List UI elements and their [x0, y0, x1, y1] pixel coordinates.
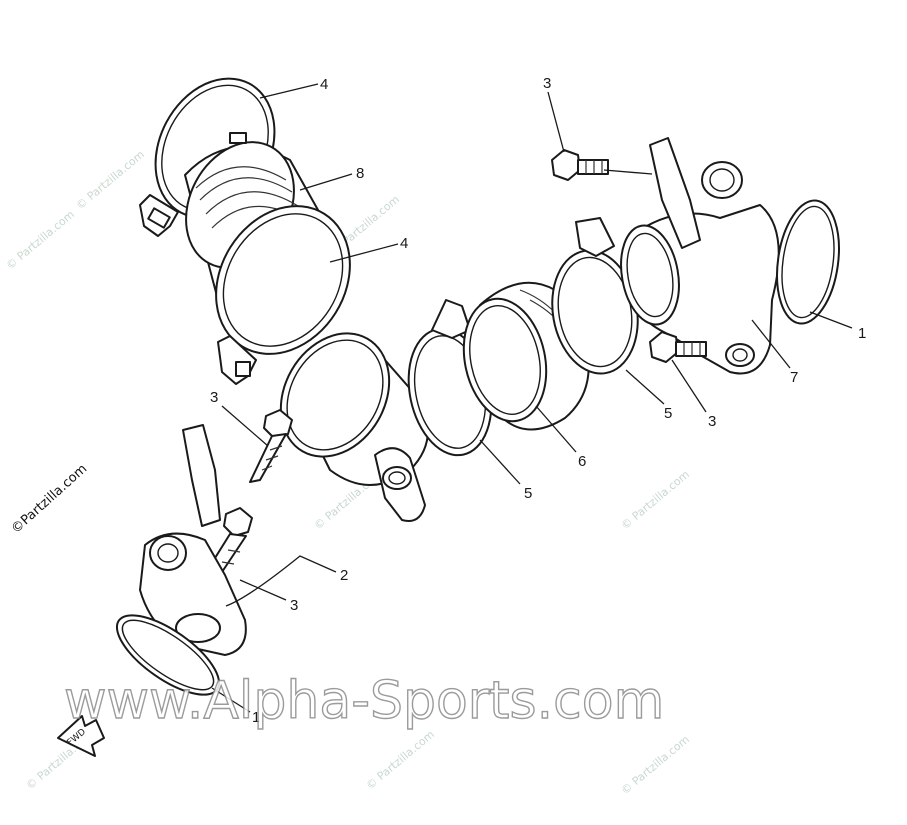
part-2-intake-boot	[279, 332, 429, 522]
callout-5-mid: 5	[524, 485, 532, 502]
part-3-bolt-right	[649, 331, 707, 363]
watermark-tile: © Partzilla.com	[4, 208, 77, 273]
watermark-tile: © Partzilla.com	[619, 733, 692, 798]
forward-arrow-icon: FWD	[57, 715, 105, 757]
callout-3-right: 3	[708, 413, 716, 430]
alpha-sports-watermark: www.Alpha-Sports.com	[64, 671, 664, 731]
part-left-manifold	[139, 424, 247, 656]
callout-7: 7	[790, 369, 798, 386]
callout-3-top: 3	[543, 75, 551, 92]
part-3-screw-left	[249, 409, 293, 483]
part-1-right-oring	[776, 199, 840, 325]
watermark-tile: © Partzilla.com	[619, 468, 692, 533]
partzilla-copyright: ©Partzilla.com	[9, 461, 91, 537]
part-7-manifold	[620, 137, 780, 375]
part-5-right-clamp	[551, 217, 639, 375]
callouts: 4 8 4 3 1 7 5 3 6 5 3 2 3 1	[210, 75, 866, 726]
part-4-lower-clamp	[215, 205, 351, 385]
callout-3-low: 3	[290, 597, 298, 614]
callout-5-right: 5	[664, 405, 672, 422]
part-3-bolt-top	[551, 149, 609, 181]
watermark-tile: © Partzilla.com	[74, 148, 147, 213]
callout-6: 6	[578, 453, 586, 470]
callout-1-bottom: 1	[252, 709, 260, 726]
callout-1-right: 1	[858, 325, 866, 342]
part-1-bottom-oring	[115, 614, 221, 696]
callout-4-mid: 4	[400, 235, 408, 252]
callout-8: 8	[356, 165, 364, 182]
callout-2: 2	[340, 567, 348, 584]
callout-3-left: 3	[210, 389, 218, 406]
callout-4-top: 4	[320, 76, 328, 93]
watermark-tile: © Partzilla.com	[364, 728, 437, 793]
leader-lines	[211, 83, 853, 713]
